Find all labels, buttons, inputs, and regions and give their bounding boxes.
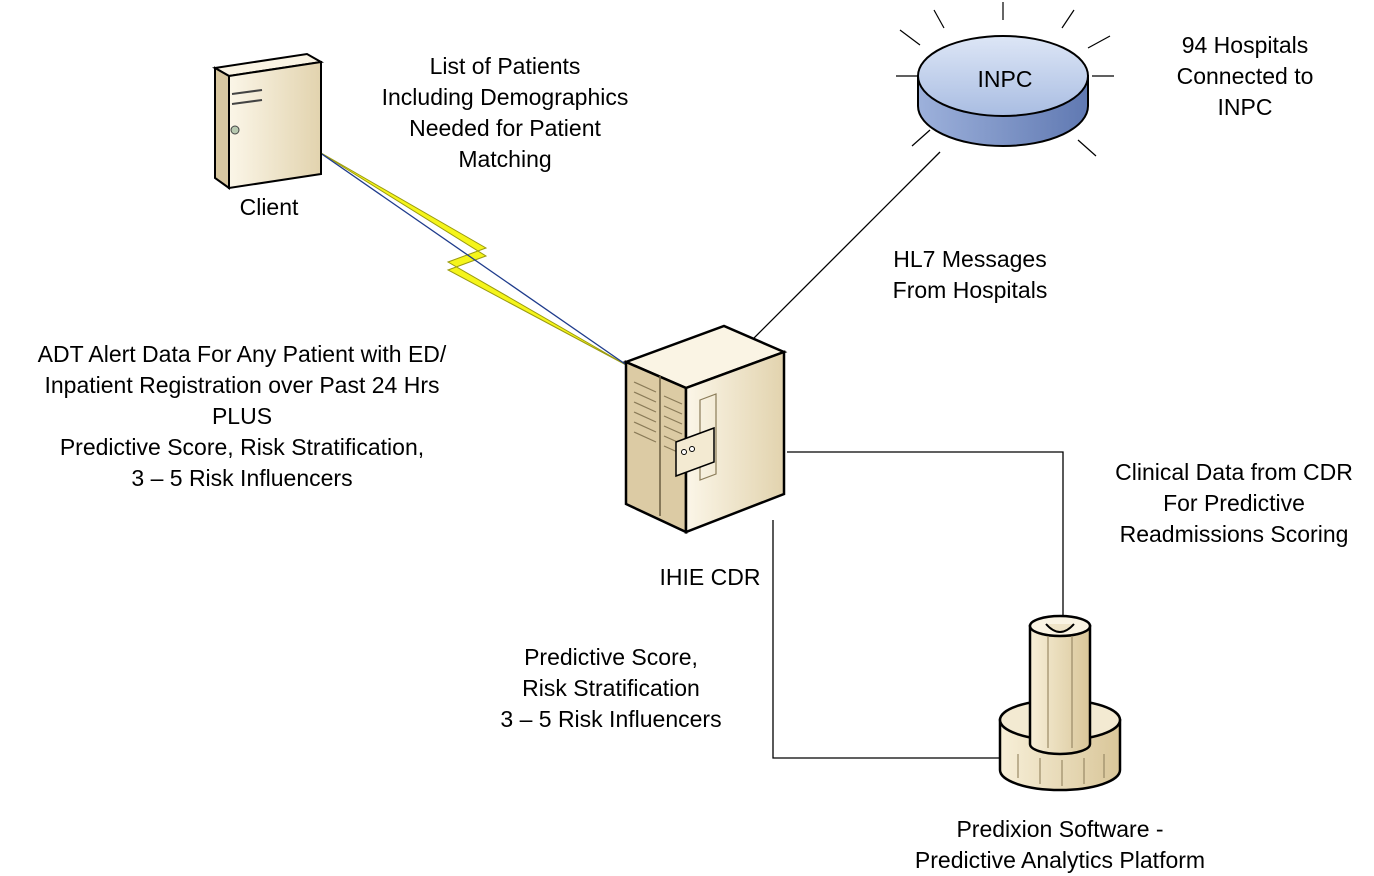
tower-server-icon (212, 52, 324, 190)
hospitals-connected-note: 94 Hospitals Connected to INPC (1140, 30, 1350, 123)
note-line: For Predictive (1163, 490, 1305, 516)
note-line: Inpatient Registration over Past 24 Hrs (44, 372, 440, 398)
clinical-data-note: Clinical Data from CDR For Predictive Re… (1094, 457, 1374, 550)
note-line: List of Patients (429, 53, 581, 79)
note-line: Risk Stratification (522, 675, 700, 701)
network-database-disk-icon (896, 2, 1114, 157)
connections (743, 151, 1064, 759)
note-line: ADT Alert Data For Any Patient with ED/ (37, 341, 447, 367)
ihie-cdr-label: IHIE CDR (659, 564, 761, 590)
patients-list-note: List of Patients Including Demographics … (350, 51, 660, 175)
link-cdr-to-inpc (743, 151, 941, 349)
pedestal-platform-icon (998, 614, 1122, 792)
note-line: 3 – 5 Risk Influencers (500, 706, 722, 732)
note-line: Matching (458, 146, 552, 172)
link-cdr-to-predixion-upper (787, 451, 1064, 624)
note-line: Predictive Score, Risk Stratification, (59, 434, 425, 460)
note-line: HL7 Messages (893, 246, 1047, 272)
predixion-label-line: Predictive Analytics Platform (914, 847, 1206, 873)
note-line: 3 – 5 Risk Influencers (131, 465, 353, 491)
link-cdr-to-predixion-lower (772, 520, 1000, 759)
predictive-score-note: Predictive Score, Risk Stratification 3 … (466, 642, 756, 735)
note-line: Readmissions Scoring (1119, 521, 1349, 547)
note-line: From Hospitals (892, 277, 1048, 303)
lightning-link-icon (315, 149, 629, 367)
note-line: Connected to (1176, 63, 1314, 89)
mainframe-server-icon (622, 324, 788, 534)
predixion-label-line: Predixion Software - (956, 816, 1164, 842)
adt-alert-note: ADT Alert Data For Any Patient with ED/ … (0, 339, 484, 494)
inpc-label: INPC (977, 66, 1033, 92)
note-line: Including Demographics (381, 84, 629, 110)
note-line: PLUS (211, 403, 273, 429)
note-line: Clinical Data from CDR (1115, 459, 1353, 485)
note-line: INPC (1217, 94, 1273, 120)
predixion-label: Predixion Software - Predictive Analytic… (880, 814, 1240, 876)
client-label: Client (239, 194, 299, 220)
hl7-messages-note: HL7 Messages From Hospitals (860, 244, 1080, 306)
note-line: 94 Hospitals (1181, 32, 1309, 58)
note-line: Predictive Score, (524, 644, 698, 670)
note-line: Needed for Patient (409, 115, 601, 141)
